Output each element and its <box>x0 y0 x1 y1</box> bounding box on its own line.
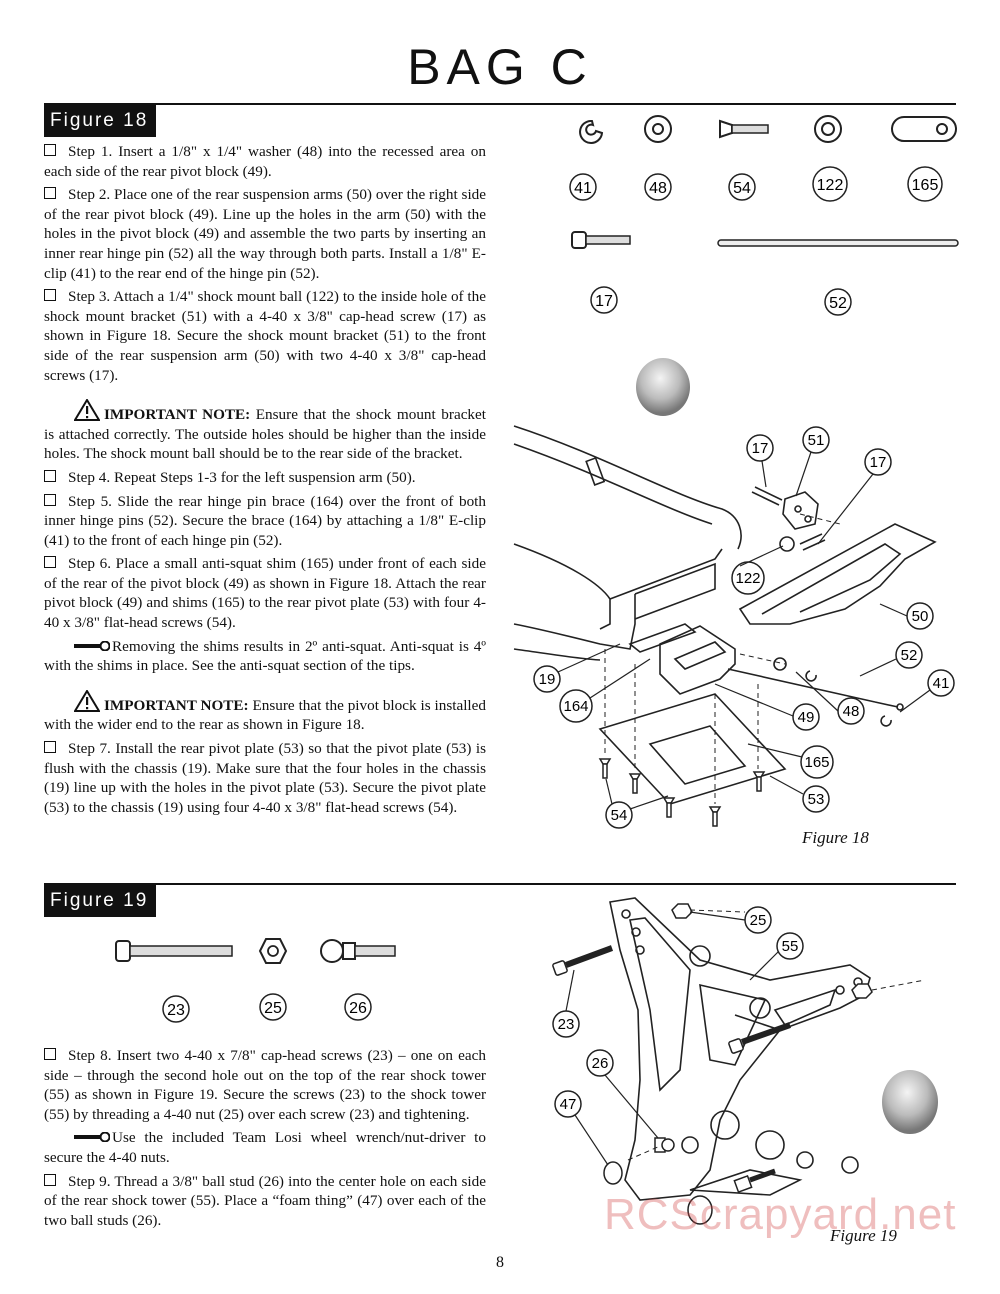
callout: 122 <box>735 570 760 587</box>
leader-lines <box>557 451 931 810</box>
guide-lines <box>604 513 841 804</box>
page-number: 8 <box>496 1254 504 1271</box>
shock-tower-drawing <box>609 897 871 1201</box>
callout: 52 <box>901 647 918 664</box>
checkbox[interactable] <box>44 1048 56 1060</box>
part-number: 41 <box>574 180 592 197</box>
e-clip-icon <box>579 119 604 144</box>
top-rule <box>44 103 956 105</box>
part-number: 165 <box>912 177 939 194</box>
checkbox[interactable] <box>44 469 56 482</box>
callout: 25 <box>750 912 767 929</box>
step-7: Step 7. Install the rear pivot plate (53… <box>44 740 486 816</box>
hinge-pin-icon <box>717 239 959 247</box>
part-number: 48 <box>649 180 667 197</box>
suspension-arm-drawing <box>738 486 937 625</box>
callout: 51 <box>808 432 825 449</box>
step-4: Step 4. Repeat Steps 1-3 for the left su… <box>44 468 486 488</box>
part-number: 26 <box>349 1000 367 1017</box>
important-note-1: IMPORTANT NOTE: Ensure that the shock mo… <box>44 399 486 464</box>
flat-head-screws-drawing <box>598 758 766 827</box>
figure-19-caption: Figure 19 <box>830 1226 897 1245</box>
checkbox[interactable] <box>44 556 56 569</box>
step-1: Step 1. Insert a 1/8" x 1/4" washer (48)… <box>44 143 486 180</box>
pivot-plate-drawing <box>598 623 904 805</box>
figure-19-tab: Figure 19 <box>44 885 157 917</box>
callout: 54 <box>611 807 628 824</box>
callout: 55 <box>782 938 799 955</box>
middle-rule <box>44 883 956 885</box>
callout: 19 <box>539 671 556 688</box>
leader-lines <box>565 911 779 1166</box>
wrench-icon <box>74 1132 110 1143</box>
step-3: Step 3. Attach a 1/4" shock mount ball (… <box>44 288 486 384</box>
foam-thing-photo <box>882 1070 938 1134</box>
step-8: Step 8. Insert two 4-40 x 7/8" cap-head … <box>44 1047 486 1123</box>
checkbox[interactable] <box>44 187 56 200</box>
callout: 50 <box>912 608 929 625</box>
step-5: Step 5. Slide the rear hinge pin brace (… <box>44 492 486 549</box>
figure-19-diagram: 25 55 23 26 47 <box>552 897 938 1225</box>
callout: 164 <box>563 698 588 715</box>
chassis-drawing <box>513 425 742 661</box>
important-note-2: IMPORTANT NOTE: Ensure that the pivot bl… <box>44 689 486 735</box>
callout: 17 <box>870 454 887 471</box>
part-number: 122 <box>817 177 844 194</box>
warning-icon <box>74 689 100 712</box>
watermark: RCScrapyard.net <box>604 1190 957 1239</box>
wrench-icon <box>74 640 110 651</box>
tip-1: Removing the shims results in 2º anti-sq… <box>44 637 486 675</box>
page-title: BAG C <box>407 39 593 95</box>
checkbox[interactable] <box>44 493 56 506</box>
callout: 53 <box>808 791 825 808</box>
cap-head-screw-icon <box>571 231 631 249</box>
cap-head-screw-icon <box>115 940 233 962</box>
ball-stud-icon <box>320 939 396 963</box>
part-number: 25 <box>264 1000 282 1017</box>
figure-18-caption: Figure 18 <box>802 828 869 847</box>
callout: 165 <box>804 754 829 771</box>
callout: 49 <box>798 709 815 726</box>
step-2: Step 2. Place one of the rear suspension… <box>44 186 486 282</box>
flat-head-screw-icon <box>719 119 769 139</box>
part-number: 54 <box>733 180 751 197</box>
checkbox[interactable] <box>44 741 56 754</box>
step-6: Step 6. Place a small anti-squat shim (1… <box>44 555 486 632</box>
steps-column-2: Step 8. Insert two 4-40 x 7/8" cap-head … <box>44 1046 486 1234</box>
checkbox[interactable] <box>44 1173 56 1186</box>
figure-18-diagram: 41 48 54 122 165 17 52 <box>513 115 959 829</box>
shock-mount-ball-icon <box>814 115 842 143</box>
callout: 48 <box>843 703 860 720</box>
warning-icon <box>74 399 100 422</box>
tip-2: Use the included Team Losi wheel wrench/… <box>44 1129 486 1166</box>
nut-icon <box>258 938 288 964</box>
guide-lines <box>627 909 926 1161</box>
washer-icon <box>644 115 672 143</box>
figure-18-tab: Figure 18 <box>44 105 157 137</box>
steps-column-1: Step 1. Insert a 1/8" x 1/4" washer (48)… <box>44 142 486 821</box>
callout: 17 <box>752 440 769 457</box>
part-number: 17 <box>595 293 613 310</box>
part-number: 23 <box>167 1002 185 1019</box>
callout: 41 <box>933 675 950 692</box>
checkbox[interactable] <box>44 289 56 302</box>
checkbox[interactable] <box>44 144 56 156</box>
shock-mount-ball-photo <box>636 358 690 416</box>
part-number: 52 <box>829 295 847 312</box>
anti-squat-shim-icon <box>891 116 957 142</box>
step-9: Step 9. Thread a 3/8" ball stud (26) int… <box>44 1172 486 1229</box>
screws-nuts-drawing <box>552 903 873 1225</box>
callout: 47 <box>560 1096 577 1113</box>
callout: 26 <box>592 1055 609 1072</box>
callout: 23 <box>558 1016 575 1033</box>
figure-19-parts: 23 25 26 <box>115 938 396 1023</box>
